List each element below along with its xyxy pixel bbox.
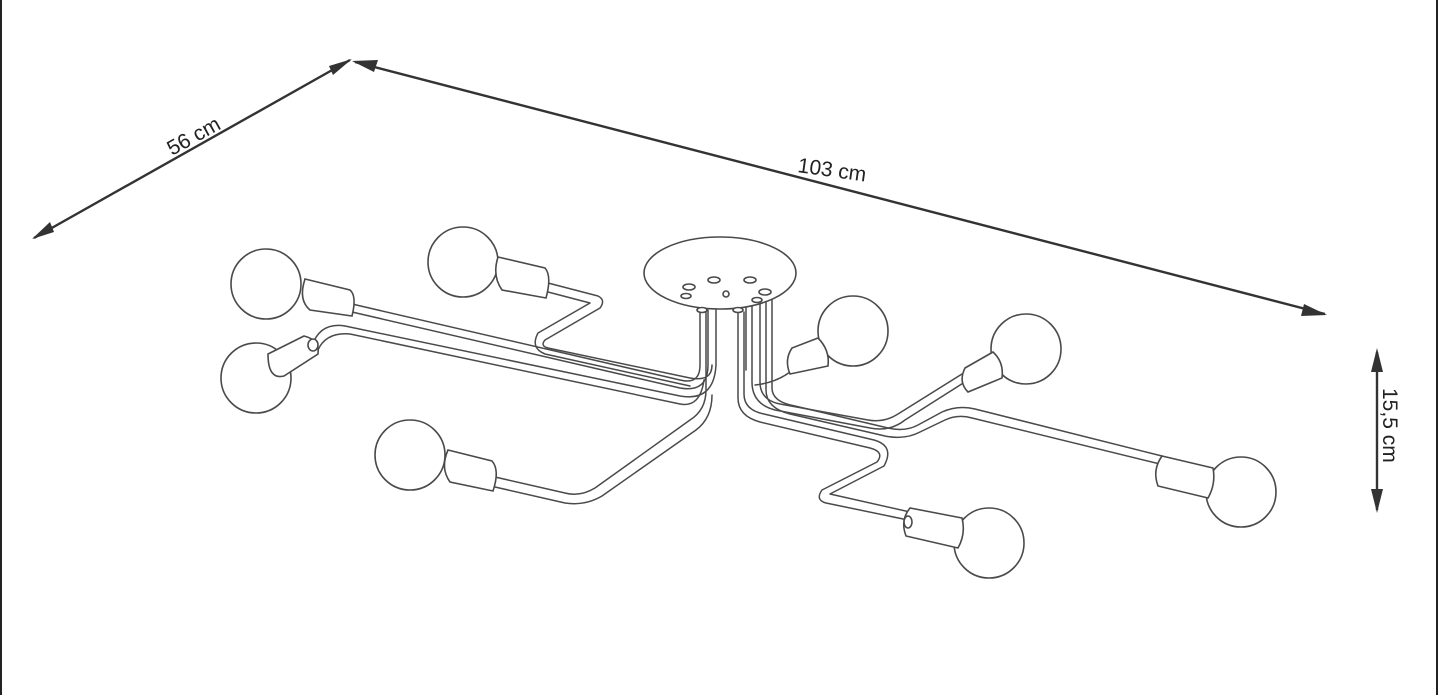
- width-arrow-start: [352, 60, 378, 72]
- arm-1: [351, 287, 701, 382]
- bulb-3: [427, 226, 550, 299]
- depth-dimension-line: [33, 58, 351, 240]
- arm-2: [311, 281, 717, 398]
- arm-6b: [759, 299, 963, 422]
- height-arrow-top: [1371, 348, 1383, 372]
- bulb-socket: [1154, 455, 1215, 499]
- bulb-socket: [267, 335, 320, 378]
- height-arrow-bottom: [1371, 489, 1383, 513]
- bulb-5: [786, 295, 889, 375]
- arm-6: [751, 299, 969, 430]
- bulb-socket: [902, 507, 965, 549]
- bulb-socket: [494, 256, 550, 299]
- fitting: [758, 288, 772, 296]
- fitting: [696, 306, 708, 314]
- fitting: [682, 283, 696, 291]
- bulb-globe: [374, 419, 446, 491]
- bulb-7: [1154, 455, 1277, 528]
- arm-8: [737, 311, 909, 521]
- depth-label: 56 cm: [163, 113, 224, 161]
- bulb-socket: [301, 278, 355, 317]
- bulb-globe: [427, 226, 499, 298]
- bulbs: [220, 226, 1277, 579]
- bulb-1: [230, 248, 355, 320]
- fitting: [751, 296, 763, 304]
- width-label: 103 cm: [796, 154, 867, 186]
- bulb-globe: [1205, 456, 1277, 528]
- arm-7: [765, 299, 1161, 465]
- arm-7b: [771, 299, 1163, 457]
- bulb-4: [374, 419, 498, 492]
- depth-dimension: 56 cm: [32, 58, 352, 240]
- bulb-socket: [786, 337, 830, 375]
- bulb-globe: [953, 507, 1025, 579]
- bulb-socket: [961, 351, 1004, 393]
- bulb-2: [220, 335, 320, 414]
- width-dimension-line: [354, 60, 1326, 316]
- bulb-globe: [990, 313, 1062, 385]
- bulb-globe: [817, 295, 889, 367]
- arm-4: [494, 304, 707, 495]
- arm-8b: [743, 311, 911, 513]
- socket-cap: [307, 338, 319, 352]
- fitting: [707, 276, 721, 284]
- bulb-globe: [230, 248, 302, 320]
- height-label: 15,5 cm: [1378, 388, 1401, 463]
- socket-cap: [903, 515, 913, 529]
- arm-1b: [351, 309, 709, 390]
- bulb-6: [961, 313, 1062, 393]
- fitting: [743, 276, 757, 284]
- ceiling-canopy: [643, 236, 797, 314]
- fitting: [732, 306, 744, 314]
- bulb-8: [902, 507, 1025, 579]
- bulb-socket: [443, 449, 498, 492]
- depth-arrow-end: [329, 59, 352, 75]
- arm-2b: [317, 333, 705, 406]
- fitting: [680, 292, 692, 300]
- arm-3b: [534, 291, 691, 387]
- arm-3: [542, 282, 713, 380]
- depth-arrow-start: [32, 222, 54, 239]
- center-screw: [722, 290, 730, 298]
- width-arrow-end: [1301, 304, 1327, 316]
- canopy-plate: [643, 236, 797, 310]
- canopy-fittings: [680, 276, 772, 314]
- height-dimension: 15,5 cm: [1371, 348, 1401, 513]
- lamp-arms: [311, 281, 1163, 521]
- arm-4b: [494, 394, 713, 505]
